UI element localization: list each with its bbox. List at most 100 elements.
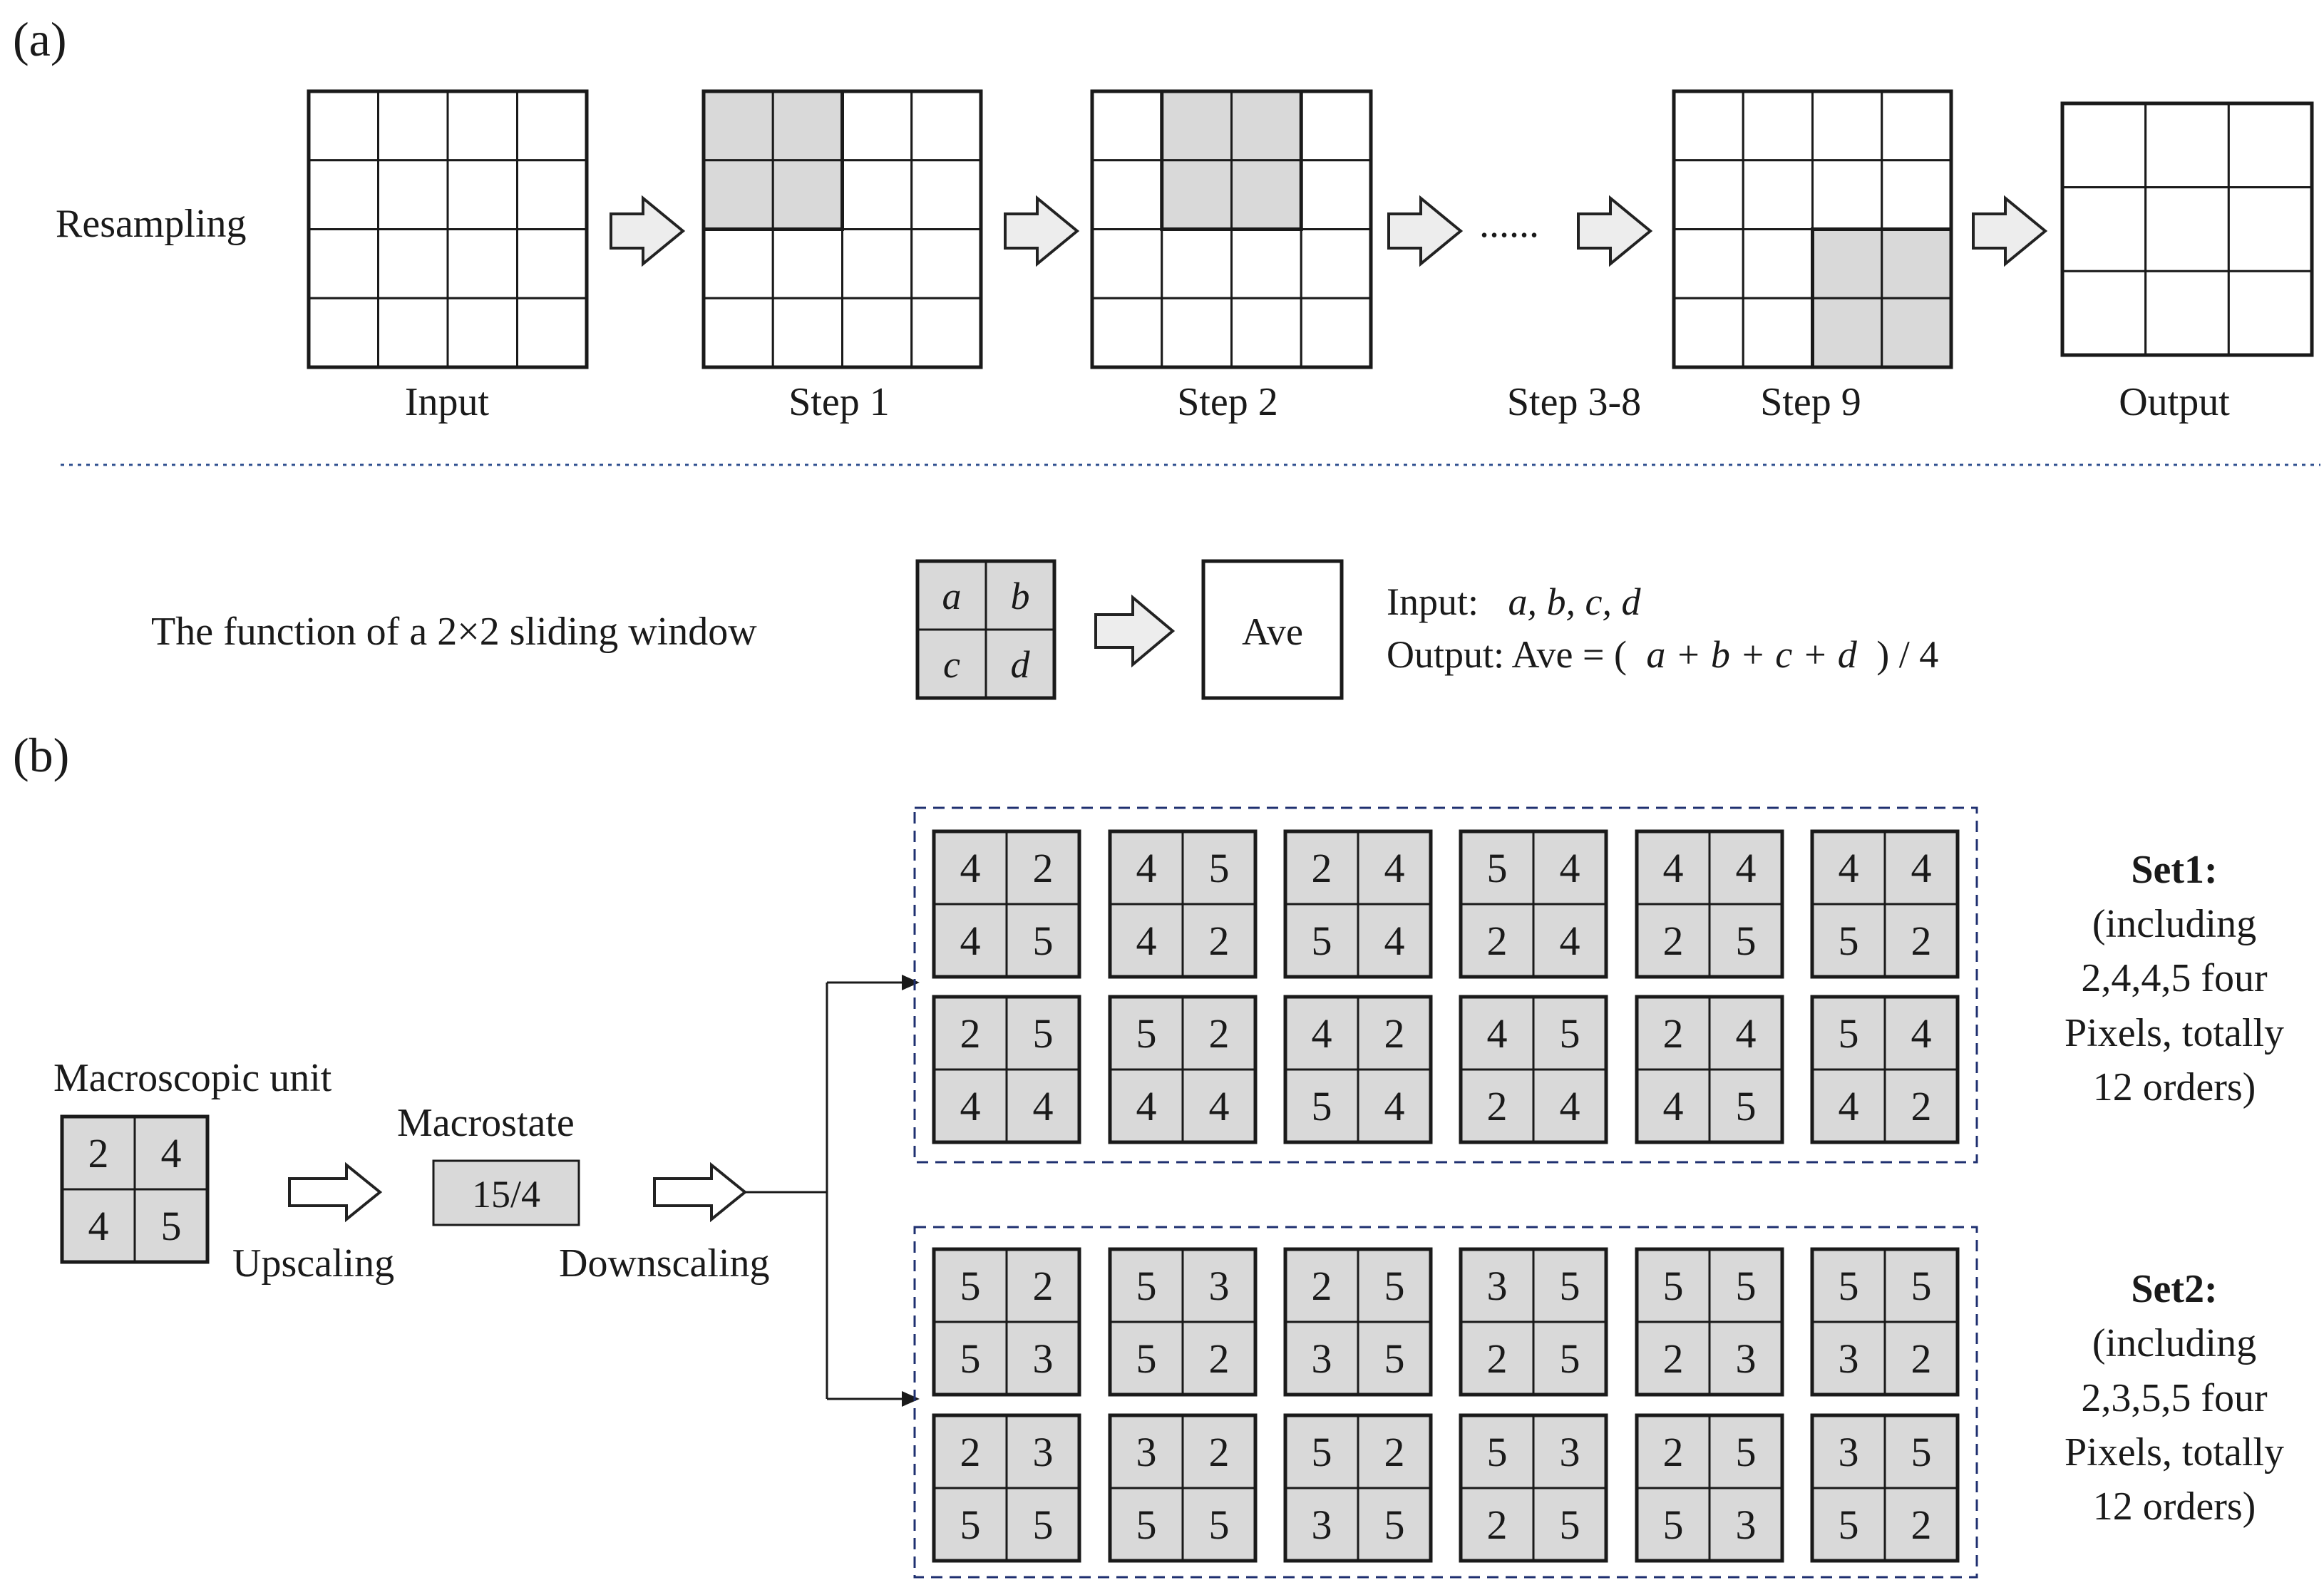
pixel-grid-border	[932, 829, 1081, 979]
grid-cell	[1161, 297, 1233, 369]
pixel-cell	[1181, 1414, 1257, 1489]
pixel-value: 3	[1560, 1429, 1580, 1475]
grid-cell	[910, 159, 982, 230]
pixel-value: 5	[1911, 1429, 1932, 1475]
grid-cell	[771, 228, 843, 299]
window-border	[1811, 227, 1953, 369]
window-input-line: Input: a, b, c, d	[1387, 580, 1641, 623]
pixel-value: 4	[1839, 1083, 1859, 1129]
grid-cell	[516, 90, 588, 162]
pixel-cell	[1181, 1487, 1257, 1562]
pixel-value: 5	[1560, 1335, 1580, 1382]
pixel-grid-border	[1283, 995, 1433, 1144]
pixel-value: 4	[1384, 1083, 1405, 1129]
pixel-value: 5	[1312, 1083, 1332, 1129]
grid-cell	[307, 297, 379, 369]
pixel-value: 2	[1663, 918, 1684, 964]
window-output-prefix: Output: Ave = (	[1387, 633, 1627, 676]
downscaling-label: Downscaling	[559, 1241, 770, 1286]
pixel-cell	[1883, 1320, 1959, 1396]
pixel-grid-border	[1283, 1247, 1433, 1397]
grid-cell	[1742, 297, 1814, 369]
set-connectors	[745, 975, 920, 1407]
pixel-value: 3	[1136, 1429, 1157, 1475]
grid-cell	[841, 159, 913, 230]
sliding-window-2x2	[915, 559, 1056, 700]
window-cell	[771, 90, 843, 162]
pixel-value: 5	[1312, 918, 1332, 964]
pixel-value: 5	[1736, 1083, 1757, 1129]
pixel-value: 5	[1736, 918, 1757, 964]
pixel-grid-border	[1810, 829, 1960, 979]
set2-desc-line: 12 orders)	[2093, 1484, 2256, 1529]
window-cell	[1230, 159, 1302, 230]
grid-cell	[841, 90, 913, 162]
arrow-input-to-step1	[610, 195, 686, 267]
pixel-value: 5	[960, 1335, 981, 1382]
grid-cell	[446, 159, 518, 230]
pixel-value: 5	[960, 1502, 981, 1548]
grid-cell	[377, 228, 449, 299]
window-cell	[1811, 297, 1883, 369]
pixel-value: 5	[960, 1263, 981, 1309]
pixel-value: 5	[1839, 1502, 1859, 1548]
pixel-value: 2	[1663, 1429, 1684, 1475]
pixel-value: 5	[1911, 1263, 1932, 1309]
pixel-value: 3	[1033, 1429, 1054, 1475]
pixel-value: 5	[1312, 1429, 1332, 1475]
pixel-value: 5	[1209, 1502, 1230, 1548]
resampling-steps	[307, 89, 2314, 369]
pixel-grid-border	[1810, 995, 1960, 1144]
pixel-value: 2	[1209, 1335, 1230, 1382]
pixel-value: 3	[1487, 1263, 1508, 1309]
pixel-value: 5	[1663, 1502, 1684, 1548]
pixel-cell	[1181, 830, 1257, 906]
pixel-value: 4	[1312, 1010, 1332, 1057]
pixel-value: 2	[1487, 1335, 1508, 1382]
pixel-cell	[1357, 1068, 1432, 1144]
window-cell-a: a	[942, 575, 962, 617]
pixel-cell	[1284, 1248, 1359, 1323]
grid-cell	[841, 228, 913, 299]
grid-cell	[377, 159, 449, 230]
grid-cell	[841, 297, 913, 369]
pixel-cell	[1708, 1068, 1784, 1144]
window-description: The function of a 2×2 sliding window	[151, 610, 757, 654]
pixel-grid-border	[1283, 829, 1433, 979]
grid-cell	[910, 90, 982, 162]
grid-cell	[1742, 90, 1814, 162]
pixel-value: 2	[1312, 845, 1332, 891]
pixel-grid-border	[1108, 995, 1258, 1144]
pixel-value: 5	[1136, 1502, 1157, 1548]
caption-step-9: Step 9	[1760, 380, 1861, 424]
caption-step-3-8: Step 3-8	[1507, 380, 1641, 424]
steps-ellipsis: ......	[1479, 202, 1539, 246]
grid-cell	[377, 297, 449, 369]
caption-input: Input	[405, 380, 490, 424]
pixel-cell	[1708, 1320, 1784, 1396]
window-input-prefix: Input:	[1387, 580, 1479, 623]
pixel-value: 2	[88, 1130, 109, 1176]
pixel-value: 5	[1384, 1502, 1405, 1548]
pixel-value: 4	[960, 918, 981, 964]
pixel-value: 2	[1911, 1335, 1932, 1382]
arrow-ellipsis-to-step9	[1577, 195, 1653, 267]
set1-desc-line: 2,4,4,5 four	[2081, 956, 2268, 1000]
pixel-cell	[1181, 1320, 1257, 1396]
grid-cell	[702, 297, 774, 369]
pixel-value: 5	[1560, 1263, 1580, 1309]
pixel-value: 5	[1136, 1335, 1157, 1382]
pixel-value: 5	[1384, 1335, 1405, 1382]
grid-step-2	[1090, 89, 1373, 369]
pixel-cell	[1284, 1414, 1359, 1489]
macro-unit-label: Macroscopic unit	[53, 1056, 332, 1100]
grid-border	[2060, 101, 2314, 357]
pixel-value: 2	[1209, 1429, 1230, 1475]
ave-box	[1201, 559, 1344, 700]
